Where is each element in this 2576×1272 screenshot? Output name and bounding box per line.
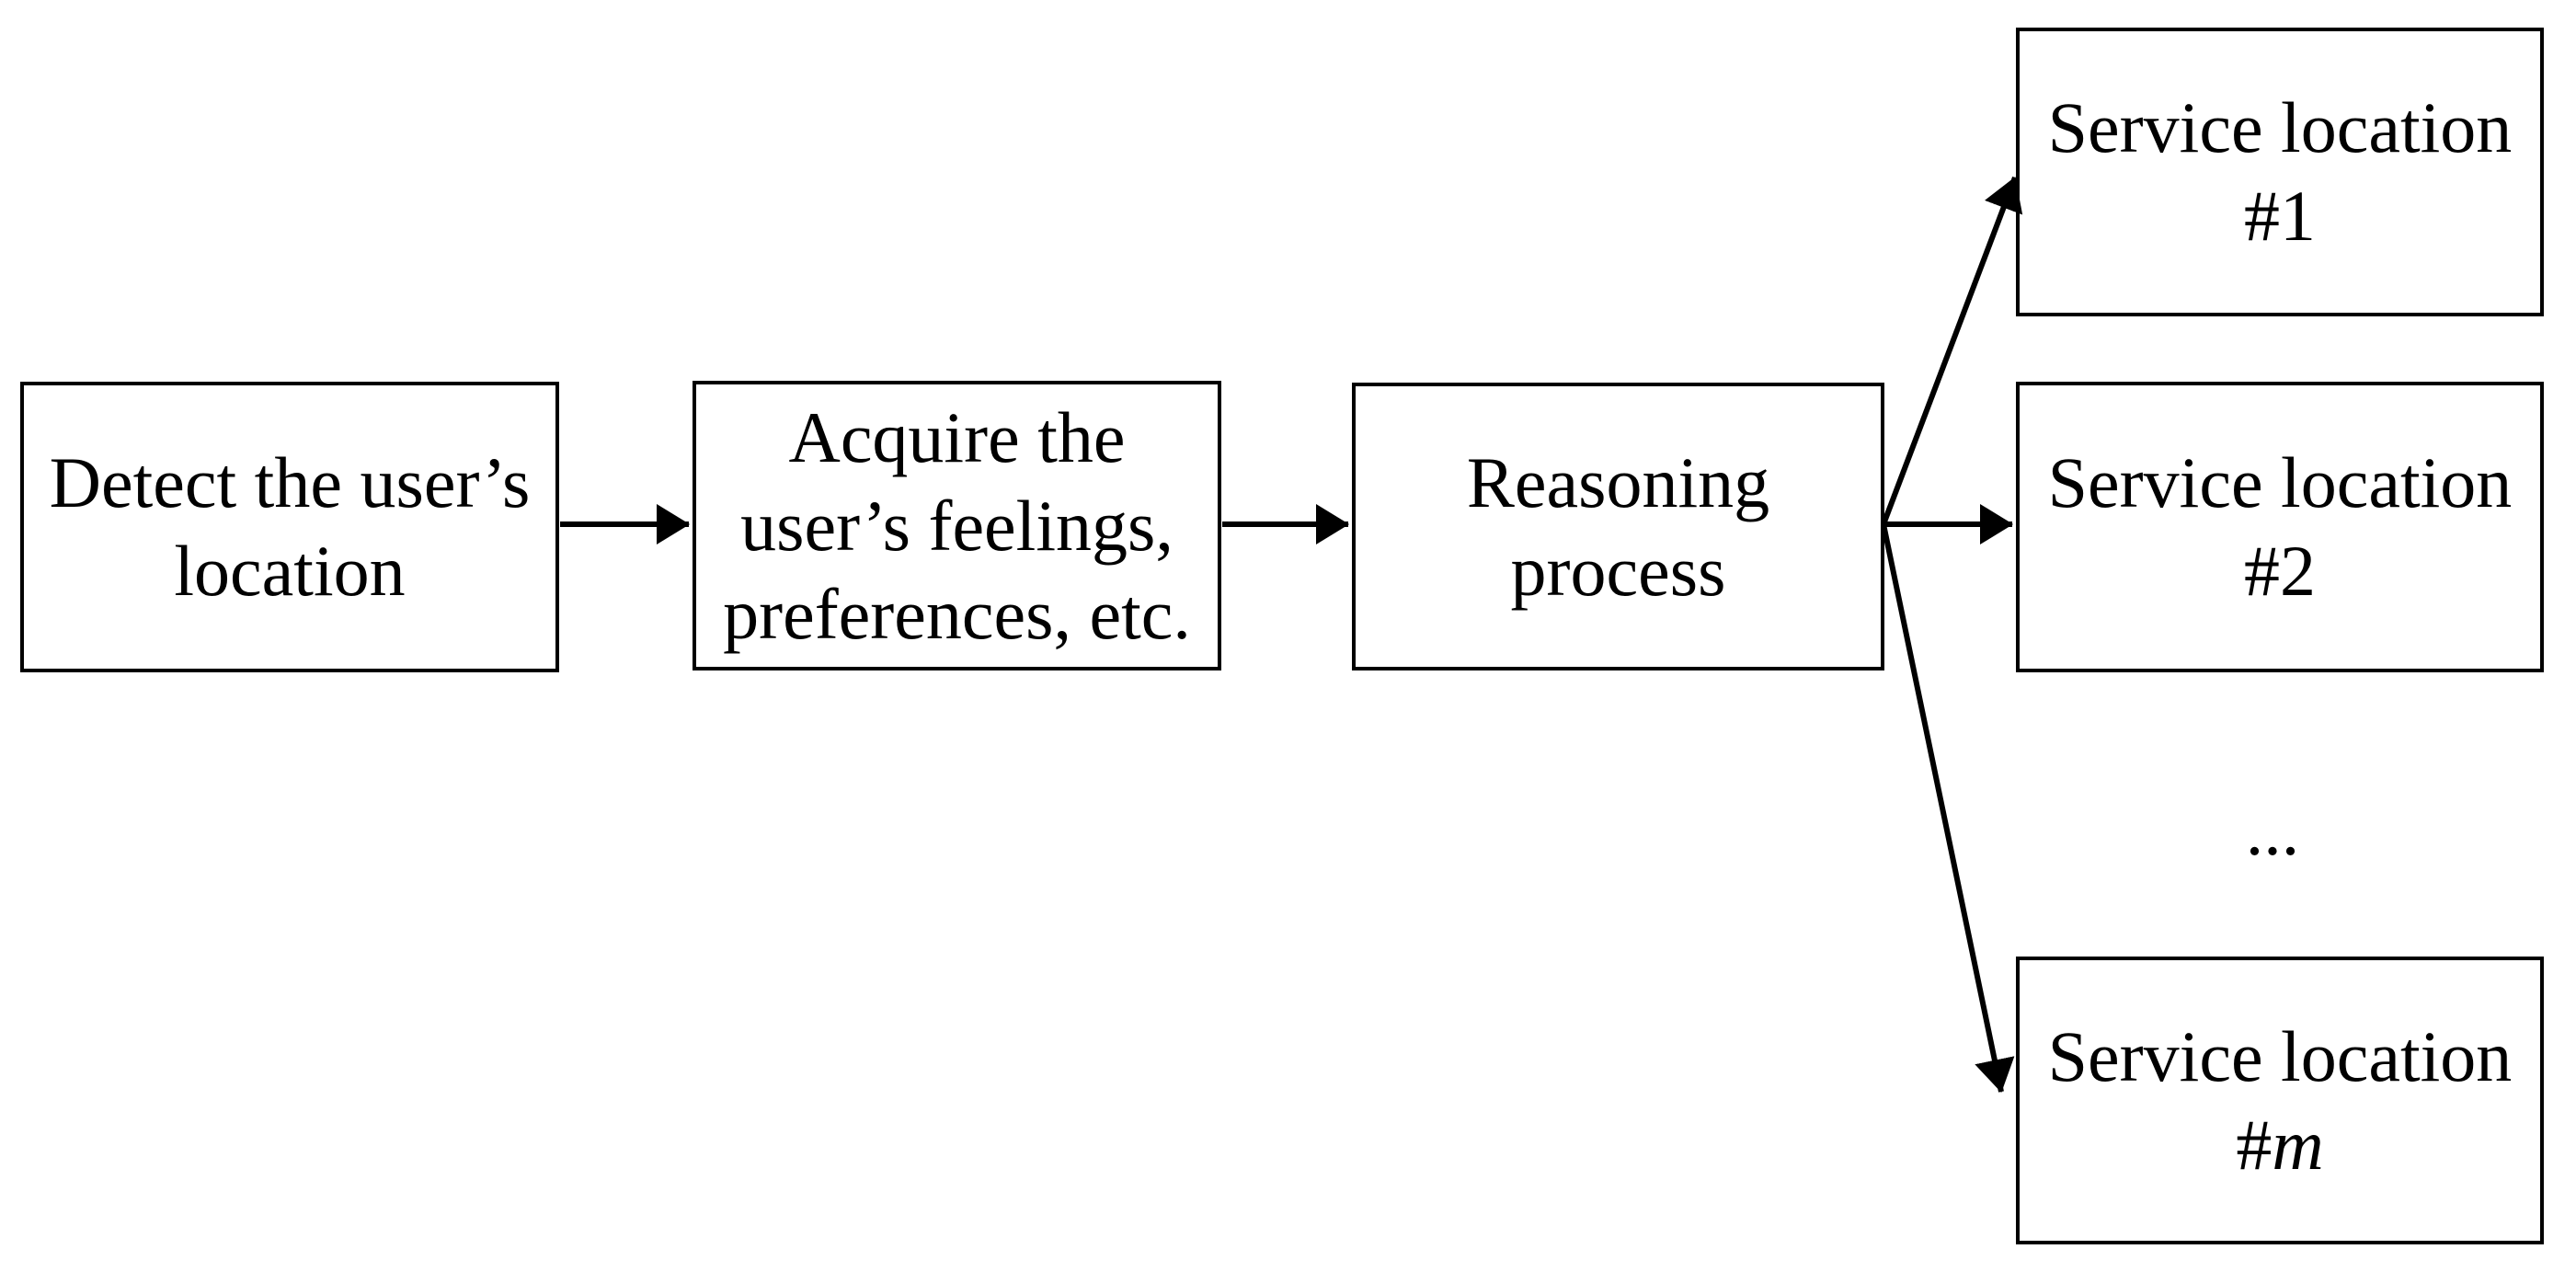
node-acquire-feelings: Acquire the user’s feelings, preferences… [693,381,1221,670]
node-reasoning-label: Reasoning process [1466,441,1770,611]
node-service2-line2: #2 [2244,531,2316,611]
node-service2-line1: Service location [2047,442,2513,522]
node-servicem-line1: Service location [2047,1015,2513,1096]
node-servicem-var: m [2272,1104,2324,1185]
node-servicem-line2: #m [2236,1101,2323,1189]
node-detect-label: Detect the user’s location [49,442,531,611]
node-service1-line1: Service location [2047,87,2513,167]
node-service-location-1: Service location #1 [2016,28,2544,316]
node-servicem-hash: # [2236,1104,2273,1185]
node-service-location-2: Service location #2 [2016,382,2544,672]
arrow-reasoning-to-service1 [1881,176,2023,526]
node-detect-user-location: Detect the user’s location [20,382,559,672]
node-reasoning-process: Reasoning process [1352,383,1884,670]
ellipsis-between-services: ... [2245,790,2300,870]
node-service-location-m: Service location #m [2016,957,2544,1244]
arrow-reasoning-to-servicem [1881,523,2015,1093]
node-acquire-label: Acquire the user’s feelings, preferences… [723,396,1191,654]
node-service1-line2: #1 [2244,176,2316,256]
